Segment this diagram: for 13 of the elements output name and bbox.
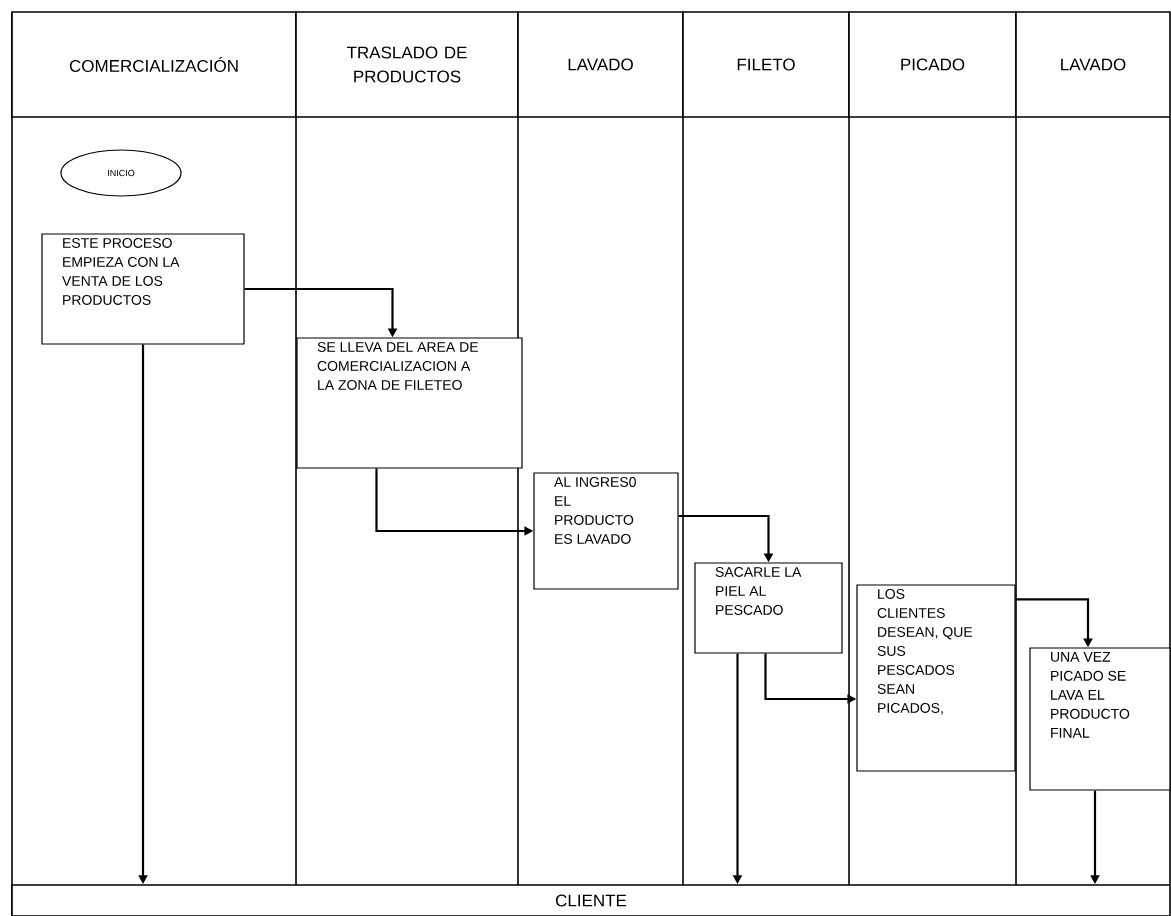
process-box: ESTE PROCESO EMPIEZA CON LA VENTA DE LOS PRODUCTOS xyxy=(41,233,245,345)
process-box: SACARLE LA PIEL AL PESCADO xyxy=(694,562,843,654)
process-box: UNA VEZ PICADO SE LAVA EL PRODUCTO FINAL xyxy=(1029,647,1171,791)
lane-header: LAVADO xyxy=(517,11,684,118)
lane-header: PICADO xyxy=(848,11,1017,118)
lane-header: FILETO xyxy=(682,11,850,118)
client-band: CLIENTE xyxy=(11,884,1171,916)
process-box: AL INGRES0 EL PRODUCTO ES LAVADO xyxy=(533,472,679,590)
process-box: LOS CLIENTES DESEAN, QUE SUS PESCADOS SEAN PICADOS, xyxy=(856,584,1016,772)
lane-header: COMERCIALIZACIÓN xyxy=(11,11,297,118)
process-box: SE LLEVA DEL AREA DE COMERCIALIZACION A LA ZONA DE FILETEO xyxy=(296,337,523,469)
lane-header: TRASLADO DE PRODUCTOS xyxy=(295,11,519,118)
lane-header: LAVADO xyxy=(1015,11,1171,118)
